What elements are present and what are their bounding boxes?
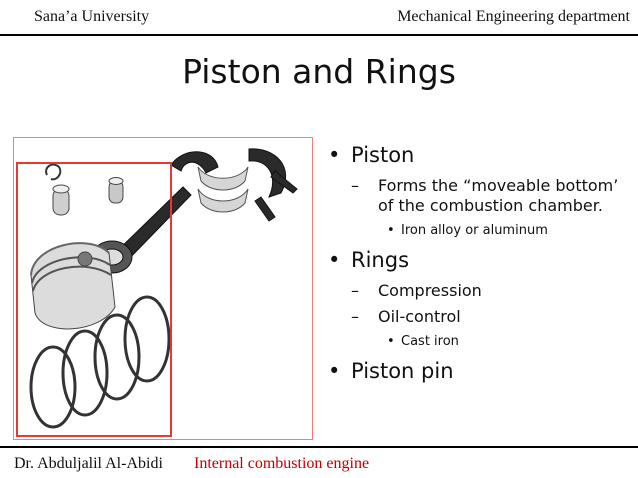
header-rule bbox=[0, 34, 638, 36]
department-name: Mechanical Engineering department bbox=[397, 8, 630, 25]
bullet-level2: Forms the “moveable bottom’ of the combu… bbox=[323, 176, 633, 216]
piston-assembly-photo bbox=[13, 137, 313, 440]
bullet-level2: Compression bbox=[323, 281, 633, 301]
course-name: Internal combustion engine bbox=[194, 455, 370, 472]
slide-title: Piston and Rings bbox=[182, 52, 456, 91]
bullet-list: PistonForms the “moveable bottom’ of the… bbox=[323, 142, 633, 392]
bullet-level3: Iron alloy or aluminum bbox=[323, 222, 633, 239]
bullet-level1: Piston bbox=[323, 142, 633, 168]
author-name: Dr. Abduljalil Al-Abidi bbox=[14, 455, 163, 472]
piston bbox=[30, 242, 116, 330]
highlight-box bbox=[16, 162, 172, 437]
footer-rule bbox=[0, 446, 638, 448]
bullet-level1: Piston pin bbox=[323, 358, 633, 384]
bullet-level1: Rings bbox=[323, 247, 633, 273]
piston-rings bbox=[29, 295, 171, 429]
bullet-level2: Oil-control bbox=[323, 307, 633, 327]
circlip bbox=[45, 163, 62, 181]
rod-cap bbox=[248, 148, 298, 222]
university-name: Sana’a University bbox=[34, 8, 150, 25]
bullet-level3: Cast iron bbox=[323, 333, 633, 350]
piston-pin bbox=[52, 184, 70, 216]
pin-bushing bbox=[108, 177, 124, 204]
bearing-shells bbox=[197, 166, 249, 213]
